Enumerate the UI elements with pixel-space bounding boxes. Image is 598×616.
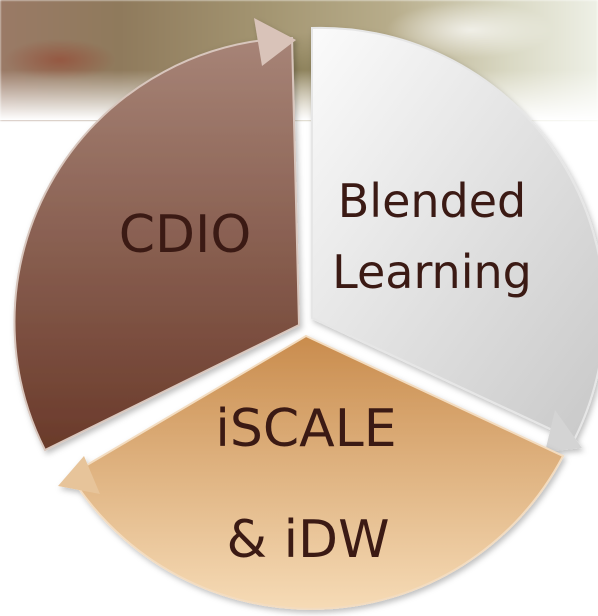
segment-blended-learning [311,26,598,452]
segment-iscale-idw [58,334,565,610]
label-blended-line1: Blended [338,174,527,228]
label-iscale-line2: & iDW [227,510,390,570]
cdio-arrow-head [254,18,296,66]
blended-arrow-head [545,410,582,452]
label-blended-line2: Learning [332,245,532,299]
label-cdio: CDIO [119,205,252,265]
segment-cdio [13,18,301,452]
iscale-arrow-head [58,456,100,494]
label-iscale-line1: iSCALE [215,399,396,459]
